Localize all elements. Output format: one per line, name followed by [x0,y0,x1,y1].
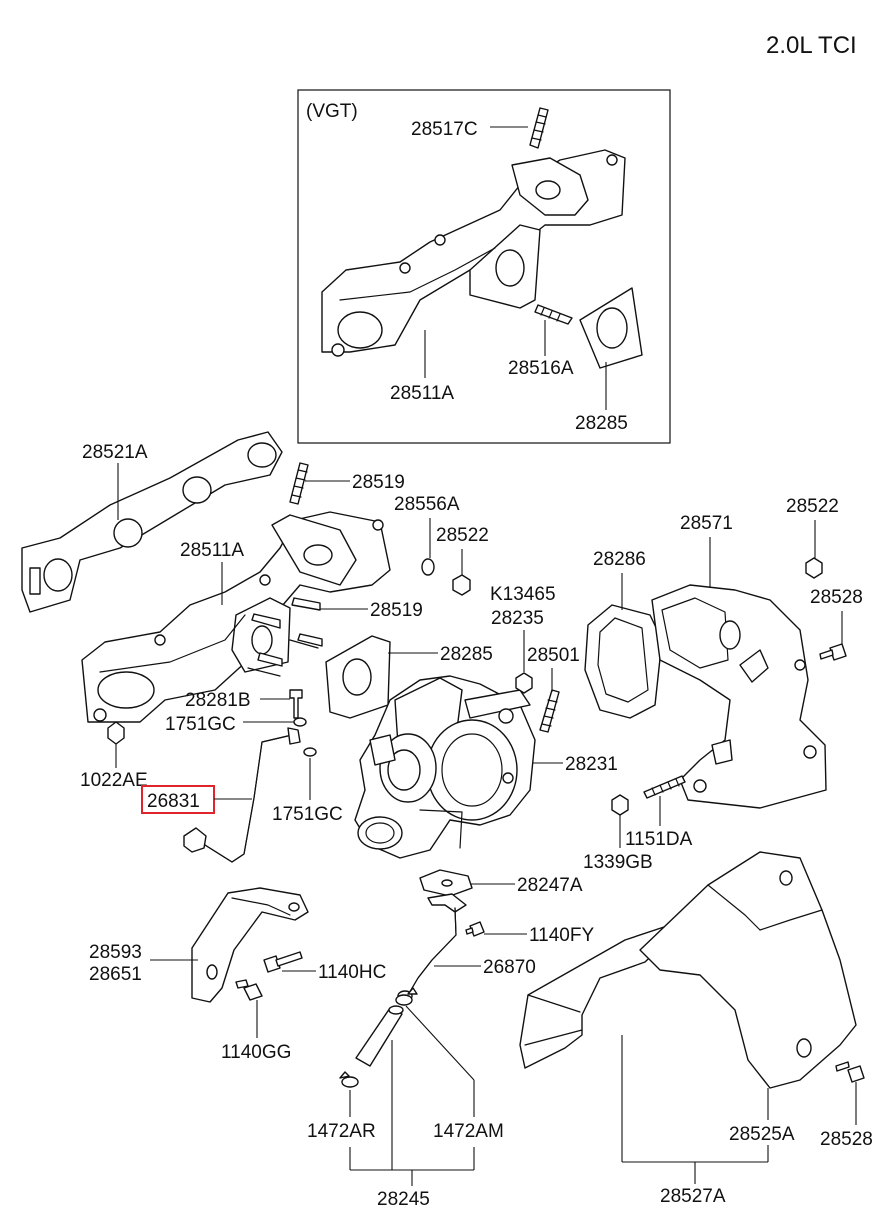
label-1140FY: 1140FY [529,925,594,946]
label-28527A: 28527A [660,1186,726,1207]
heat-shield-28525A [639,851,857,1089]
stud-1151DA [643,775,686,799]
label-K13465: K13465 [490,584,556,605]
vgt-gasket [579,287,643,369]
bolt-1140FY [465,921,485,937]
label-28285-vgt: 28285 [575,413,628,434]
label-28231: 28231 [565,754,618,775]
vgt-exhaust-manifold [321,149,626,357]
oil-drain-pipe [397,893,467,1002]
exhaust-manifold [81,511,391,723]
label-28285: 28285 [440,644,493,665]
vgt-stud-upper [529,107,549,149]
label-1140GG: 1140GG [221,1042,291,1063]
hose-clamp-1472AR [339,1071,359,1088]
vgt-inset-frame [297,89,671,444]
label-28519-top: 28519 [352,472,405,493]
label-28525A: 28525A [729,1124,795,1145]
label-1022AE: 1022AE [80,770,148,791]
bolt-28528-bot [835,1061,865,1083]
label-28651: 28651 [89,964,142,985]
label-1751GC-a: 1751GC [165,714,236,735]
gasket-28247A [419,869,473,897]
label-28571: 28571 [680,513,733,534]
label-1472AM: 1472AM [433,1121,504,1142]
label-28501: 28501 [527,645,580,666]
label-28556A: 28556A [394,494,460,515]
label-28522-right: 28522 [786,496,839,517]
label-28593: 28593 [89,942,142,963]
oil-feed-pipe [183,727,301,863]
gasket-28286 [584,604,663,719]
washer-28556A [421,558,435,576]
drain-hose [355,1005,404,1067]
label-28247A: 28247A [517,875,583,896]
label-28511A-vgt: 28511A [390,383,454,404]
heat-shield-28527A [519,924,671,1069]
stud-28501 [539,689,560,733]
label-1472AR: 1472AR [307,1121,376,1142]
nut-1022AE [107,721,125,745]
engine-title: 2.0L TCI [766,32,857,59]
label-28235: 28235 [491,608,544,629]
label-1751GC-b: 1751GC [272,804,343,825]
vgt-inset-title: (VGT) [306,101,358,122]
label-1339GB: 1339GB [583,852,653,873]
bolt-28281B [289,689,303,719]
label-28528-bot: 28528 [820,1129,873,1150]
turbocharger [354,675,536,859]
bolt-28528-top [819,643,847,661]
nut-1339GB [611,794,629,816]
label-28521A: 28521A [82,442,148,463]
manifold-gasket [21,431,283,613]
bolt-1140GG [235,979,263,1001]
label-1151DA: 1151DA [625,829,693,850]
vgt-stud-lower [534,304,573,325]
label-28511A: 28511A [180,540,244,561]
label-28522-mid: 28522 [436,525,489,546]
nut-28522-right [805,557,823,579]
label-28517C: 28517C [411,119,478,140]
bolt-1140HC [263,951,303,973]
nut-28235 [515,672,533,694]
stud-28519-top [289,462,309,505]
label-28516A: 28516A [508,358,574,379]
washer-1751GC-a [293,717,307,727]
stud-28519-mid [251,597,323,667]
nut-28522-mid [452,574,471,596]
washer-1751GC-b [303,747,317,757]
label-26831[interactable]: 26831 [147,791,200,812]
label-28519-mid: 28519 [370,600,423,621]
label-28286: 28286 [593,549,646,570]
label-28281B: 28281B [185,690,251,711]
turbo-bracket [191,887,309,1003]
exhaust-elbow [651,584,827,809]
label-26870: 26870 [483,957,536,978]
hose-clamp-1472AM [395,987,418,1006]
label-28528-top: 28528 [810,587,863,608]
turbo-gasket [325,635,391,719]
label-28245: 28245 [377,1189,430,1210]
label-1140HC: 1140HC [318,962,386,983]
